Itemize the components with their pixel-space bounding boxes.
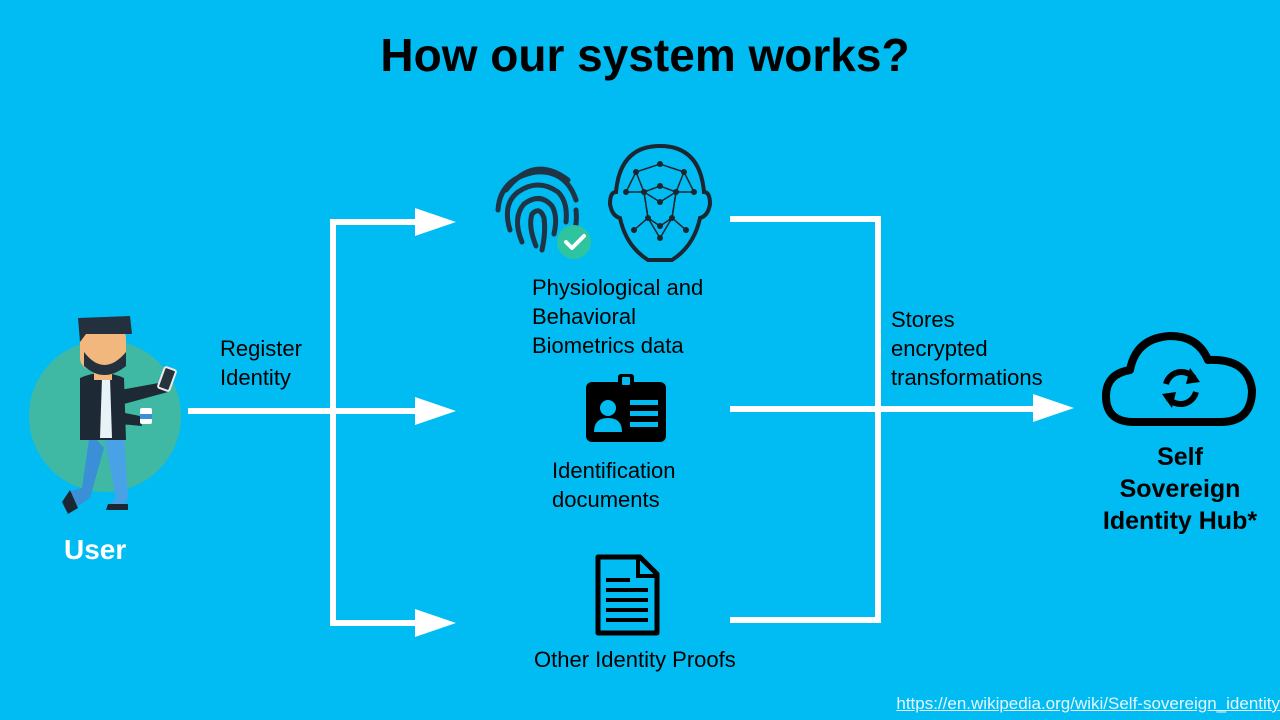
- stores-label: Stores encrypted transformations: [891, 307, 1043, 390]
- arrow-to-hub: [1033, 394, 1074, 422]
- connector-branch-left: [330, 219, 420, 626]
- cloud-sync-icon: [1102, 332, 1256, 426]
- other-proofs-label: Other Identity Proofs: [534, 647, 736, 672]
- user-with-phone-icon: [29, 316, 181, 514]
- register-identity-label: Register Identity: [220, 336, 302, 390]
- id-card-icon: [586, 374, 666, 442]
- fingerprint-check-icon: [495, 166, 591, 259]
- page-title: How our system works?: [380, 29, 910, 81]
- document-icon: [595, 554, 660, 636]
- face-mesh-icon: [607, 143, 713, 262]
- arrow-to-proofs: [415, 609, 456, 637]
- arrow-to-biometrics: [415, 208, 456, 236]
- arrow-to-documents: [415, 397, 456, 425]
- biometrics-label: Physiological and Behavioral Biometrics …: [532, 275, 704, 358]
- source-link[interactable]: https://en.wikipedia.org/wiki/Self-sover…: [896, 694, 1280, 713]
- user-label: User: [64, 534, 127, 565]
- hub-label: Self Sovereign Identity Hub*: [1102, 443, 1258, 535]
- id-documents-label: Identification documents: [552, 458, 676, 512]
